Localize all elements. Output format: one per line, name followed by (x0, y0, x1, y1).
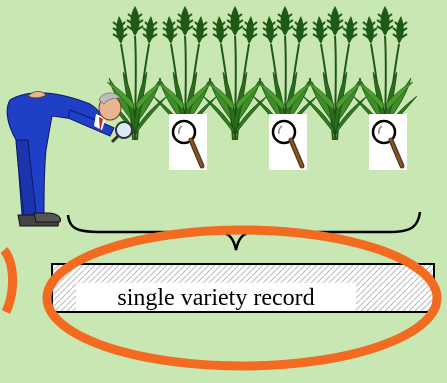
magnifier-icon (169, 114, 207, 170)
highlight-ring (42, 225, 442, 371)
inspector-figure (6, 90, 133, 227)
highlight-ring-partial (0, 247, 18, 314)
magnifier-icon (269, 114, 307, 170)
brace-icon (66, 211, 422, 251)
plant-icon (302, 5, 368, 141)
record-label: single variety record (117, 284, 315, 311)
plant-icon (202, 5, 268, 141)
magnifier-icon (369, 114, 407, 170)
